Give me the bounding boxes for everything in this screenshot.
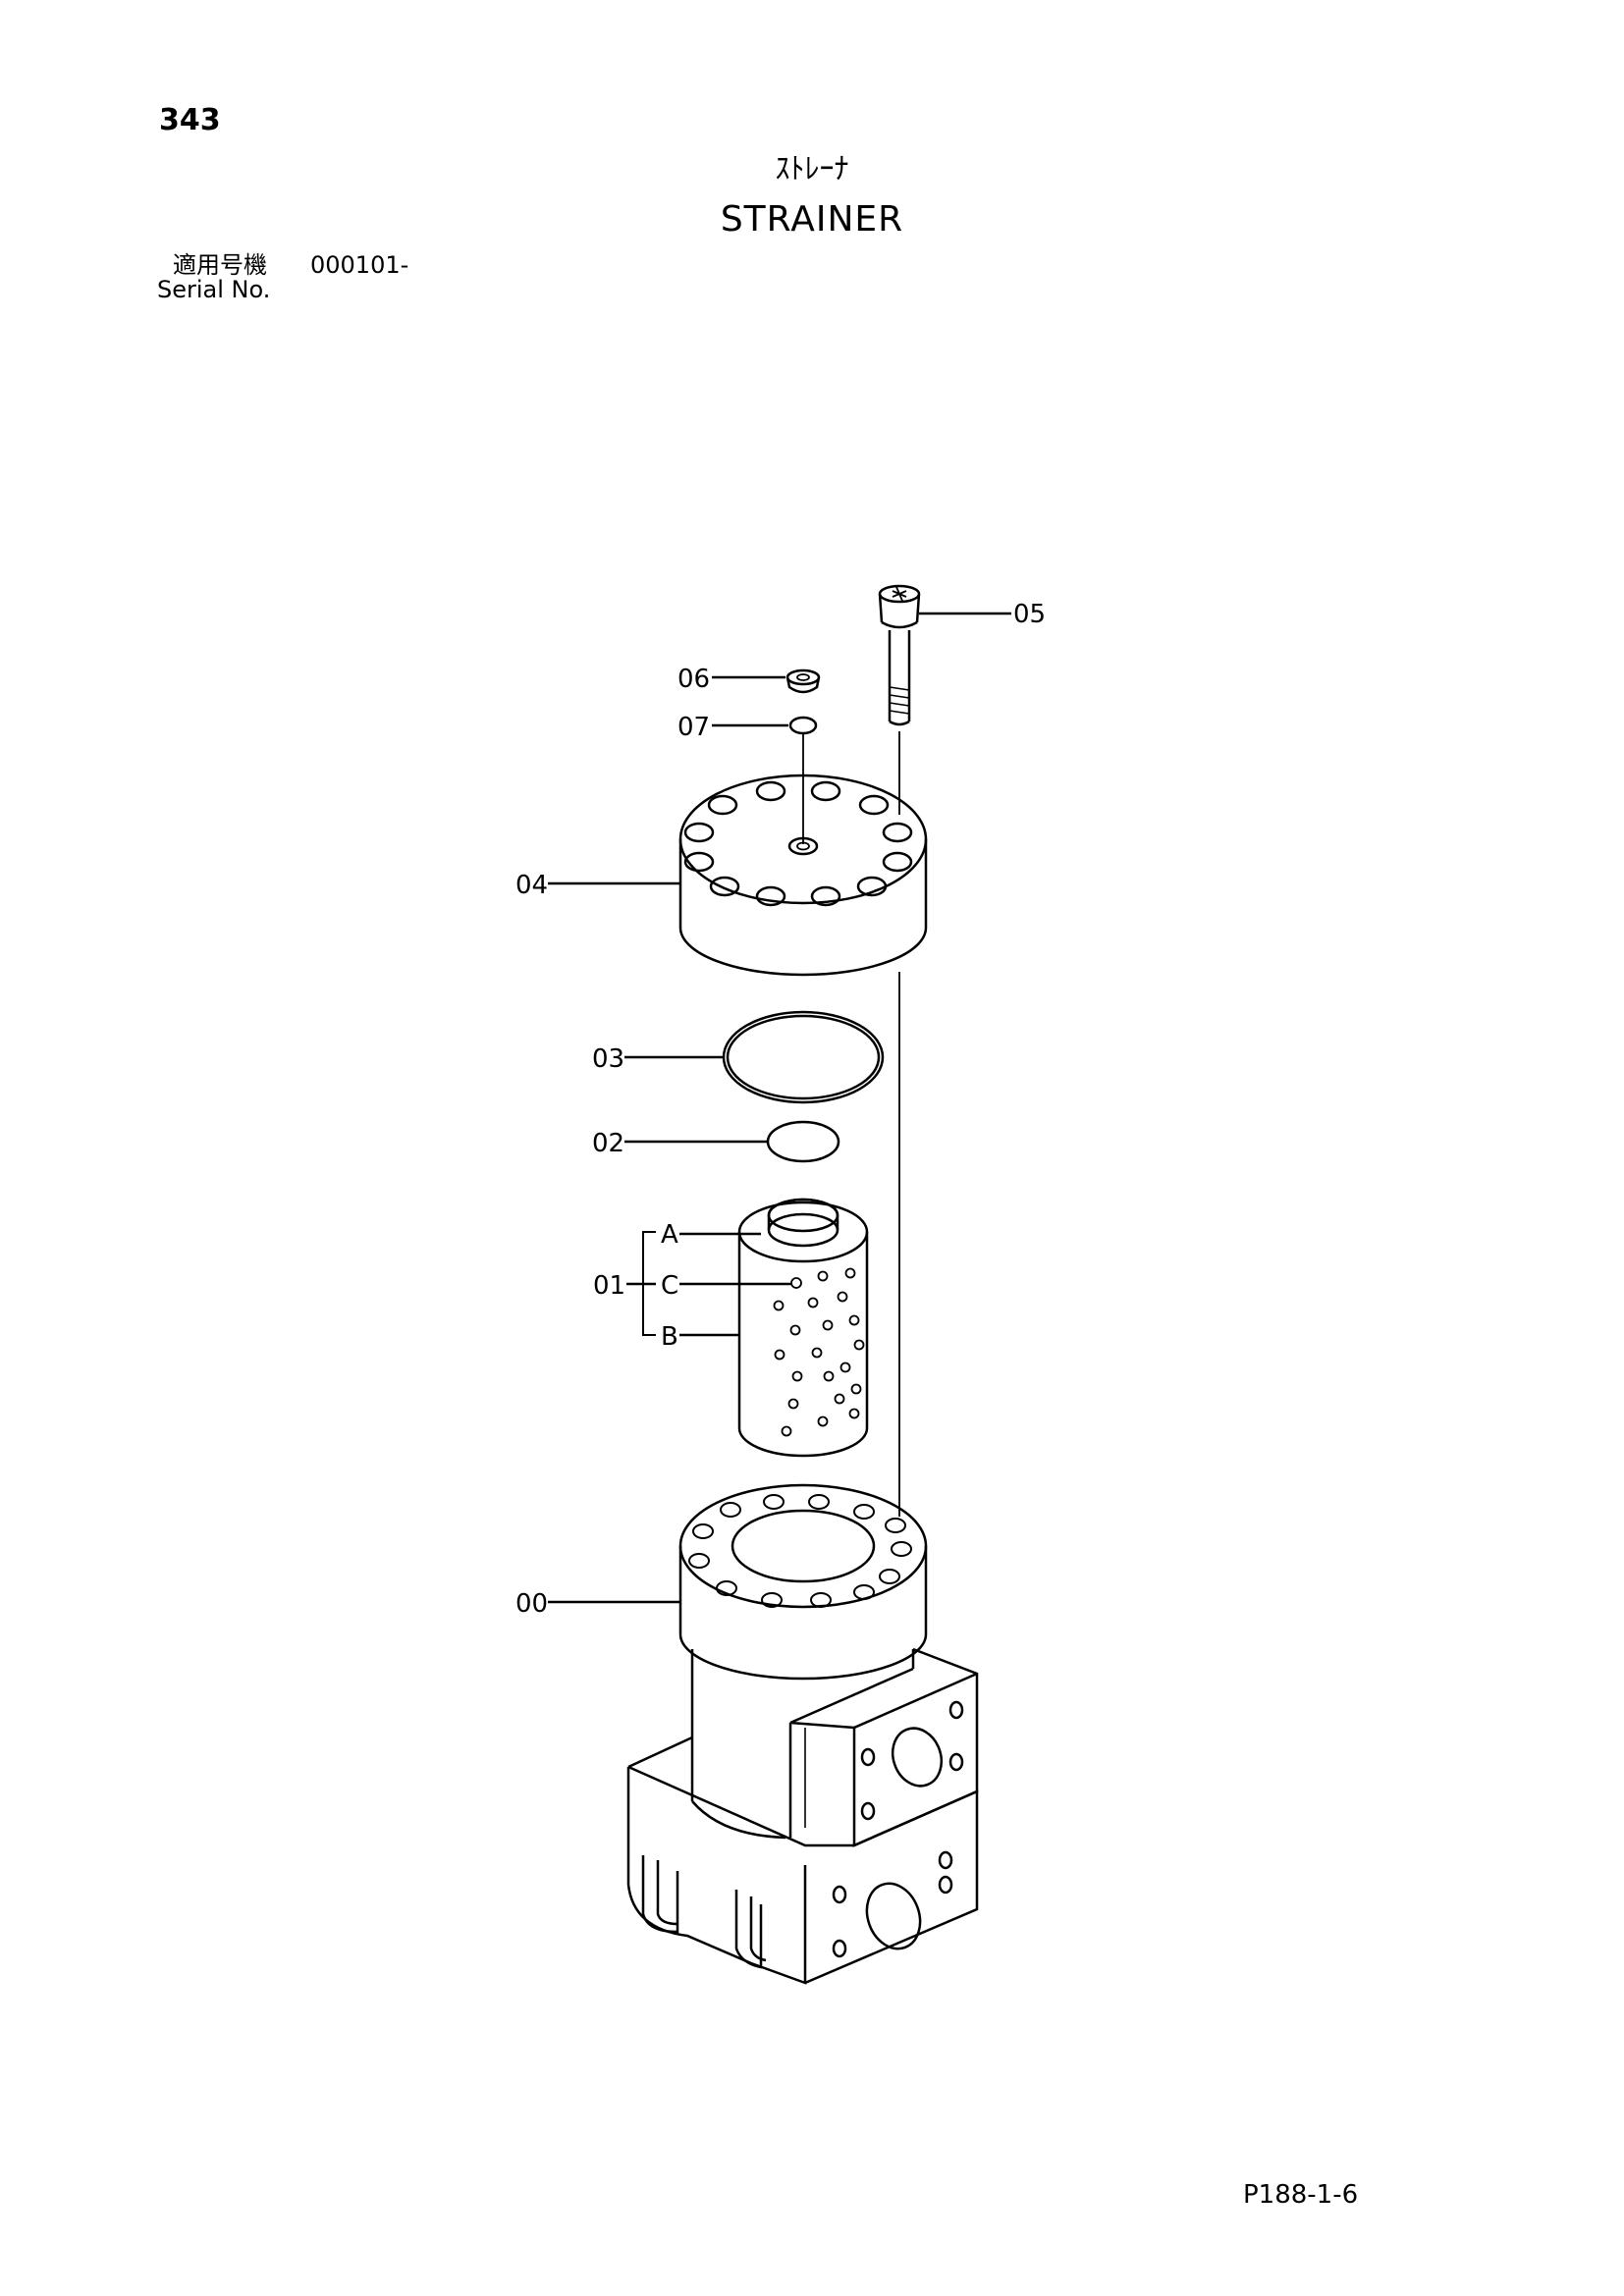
callout-07: 07 <box>677 713 710 742</box>
serial-value: 000101- <box>310 251 409 279</box>
callout-01: 01 <box>593 1271 625 1301</box>
callout-04: 04 <box>515 871 548 900</box>
title-english: STRAINER <box>720 199 904 240</box>
callout-sub-b: B <box>661 1322 678 1352</box>
part-00-body <box>626 1483 979 1985</box>
callout-sub-c: C <box>661 1271 678 1301</box>
part-02-medium-oring <box>766 1120 840 1163</box>
callout-05: 05 <box>1013 600 1046 629</box>
part-01-strainer-element <box>737 1198 869 1458</box>
part-05-bolt <box>878 584 921 726</box>
callout-02: 02 <box>592 1129 624 1158</box>
strainer-perforations <box>773 1267 865 1437</box>
part-07-small-oring <box>788 716 818 735</box>
page-number: 343 <box>159 103 221 137</box>
serial-label-japanese: 適用号機 <box>173 251 267 279</box>
callout-06: 06 <box>677 665 710 694</box>
serial-label-english: Serial No. <box>157 276 271 303</box>
part-04-cover <box>678 774 928 977</box>
callout-03: 03 <box>592 1044 624 1074</box>
part-06-plug <box>785 668 821 694</box>
part-03-large-oring <box>722 1010 885 1104</box>
title-japanese: ｽﾄﾚｰﾅ <box>775 152 849 187</box>
callout-00: 00 <box>515 1589 548 1619</box>
drawing-reference: P188-1-6 <box>1243 2180 1359 2210</box>
callout-sub-a: A <box>661 1220 678 1250</box>
